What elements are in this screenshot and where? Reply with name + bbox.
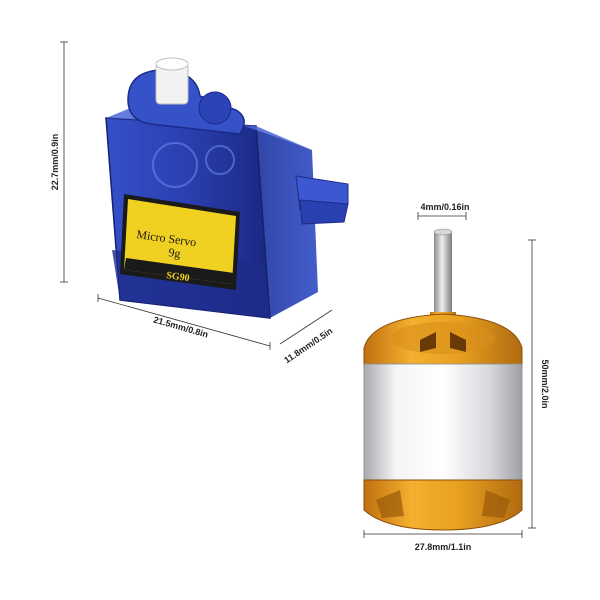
- servo-dimensions: [60, 41, 333, 350]
- servo-depth-dim: 11.8mm/0.5in: [282, 326, 334, 366]
- servo-width-dim: 21.5mm/0.8in: [152, 315, 209, 340]
- servo-height-dim: 22.7mm/0.9in: [50, 134, 60, 191]
- motor-height-dim: 50mm/2.0in: [540, 359, 550, 408]
- servo-label-line2: 9g: [168, 245, 182, 261]
- motor-shaft-dim: 4mm/0.16in: [420, 202, 469, 212]
- servo-label: Micro Servo 9g SG90: [120, 194, 240, 290]
- motor-width-dim: 27.8mm/1.1in: [415, 542, 472, 552]
- servo-model: SG90: [166, 270, 191, 284]
- motor-dimensions: [363, 212, 536, 538]
- brushless-motor: [363, 228, 523, 531]
- servo-motor: Micro Servo 9g SG90: [105, 57, 349, 319]
